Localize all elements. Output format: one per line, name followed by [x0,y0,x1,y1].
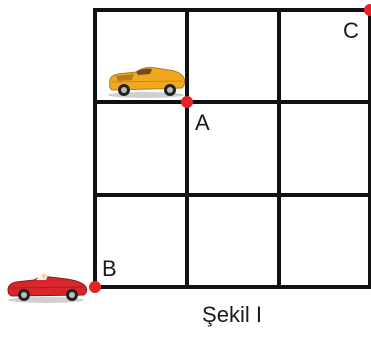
yellow-car-icon [108,68,185,99]
grid-lines [95,10,370,287]
point-a-label: A [195,110,210,135]
point-c-marker [364,4,371,16]
point-a-marker [181,96,193,108]
point-b-marker [89,281,101,293]
point-b-label: B [102,256,117,281]
figure-caption: Şekil I [202,302,262,327]
red-car-icon [8,274,87,304]
point-c-label: C [343,18,359,43]
